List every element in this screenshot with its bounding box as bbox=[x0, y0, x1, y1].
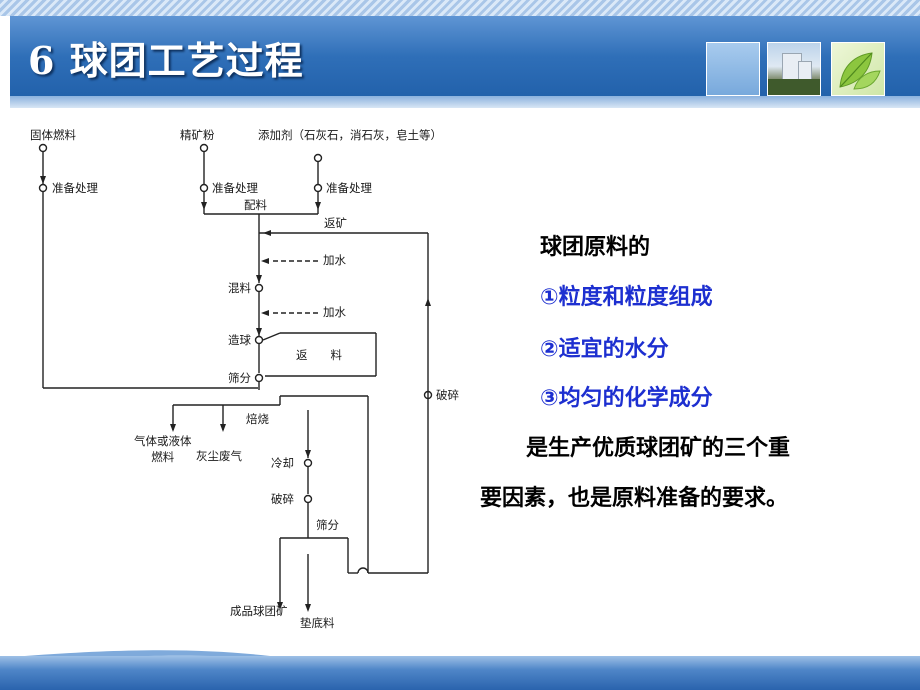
label-fuel: 气体或液体 燃料 bbox=[134, 434, 192, 464]
factor-item-3: ③均匀的化学成分 bbox=[540, 386, 713, 411]
factor-item-1: ①粒度和粒度组成 bbox=[540, 285, 713, 310]
label-dust-gas: 灰尘废气 bbox=[196, 449, 242, 463]
label-additives: 添加剂（石灰石，消石灰，皂土等） bbox=[258, 128, 442, 142]
leaf-photo-icon bbox=[831, 42, 885, 96]
blue-square-thumbnail bbox=[706, 42, 760, 96]
factor-item-2: ②适宜的水分 bbox=[540, 337, 669, 362]
label-return-ore: 返矿 bbox=[324, 216, 347, 230]
top-stripe bbox=[0, 0, 920, 16]
label-screening-2: 筛分 bbox=[316, 518, 339, 532]
intro-text: 球团原料的 bbox=[540, 235, 651, 260]
flow-lines bbox=[38, 143, 433, 612]
bottom-bar bbox=[0, 656, 920, 690]
label-mixing: 混料 bbox=[228, 281, 251, 295]
conclusion-line-2: 要因素，也是原料准备的要求。 bbox=[480, 486, 789, 511]
label-bedding: 垫底料 bbox=[300, 616, 335, 630]
label-roasting: 焙烧 bbox=[246, 412, 269, 426]
pelletizing-flow-diagram: 固体燃料 精矿粉 添加剂（石灰石，消石灰，皂土等） 准备处理 准备处理 准备处理… bbox=[18, 118, 498, 636]
label-prep-3: 准备处理 bbox=[326, 181, 372, 195]
label-crushing-1: 破碎 bbox=[436, 388, 459, 402]
label-prep-2: 准备处理 bbox=[212, 181, 258, 195]
label-cooling: 冷却 bbox=[271, 456, 294, 470]
label-balling: 造球 bbox=[228, 333, 251, 347]
label-prep-1: 准备处理 bbox=[52, 181, 98, 195]
label-screening-1: 筛分 bbox=[228, 371, 251, 385]
label-solid-fuel: 固体燃料 bbox=[30, 128, 76, 142]
label-add-water-2: 加水 bbox=[323, 305, 346, 319]
label-concentrate: 精矿粉 bbox=[180, 128, 215, 142]
label-add-water-1: 加水 bbox=[323, 253, 346, 267]
label-return-material: 返 料 bbox=[296, 348, 342, 362]
slide-title: 6 球团工艺过程 bbox=[28, 38, 304, 83]
label-crushing-2: 破碎 bbox=[271, 492, 294, 506]
building-photo-icon bbox=[767, 42, 821, 96]
label-product: 成品球团矿 bbox=[230, 604, 288, 618]
label-batching: 配料 bbox=[244, 198, 267, 212]
conclusion-line-1: 是生产优质球团矿的三个重 bbox=[526, 436, 791, 461]
header-shade bbox=[10, 96, 920, 108]
